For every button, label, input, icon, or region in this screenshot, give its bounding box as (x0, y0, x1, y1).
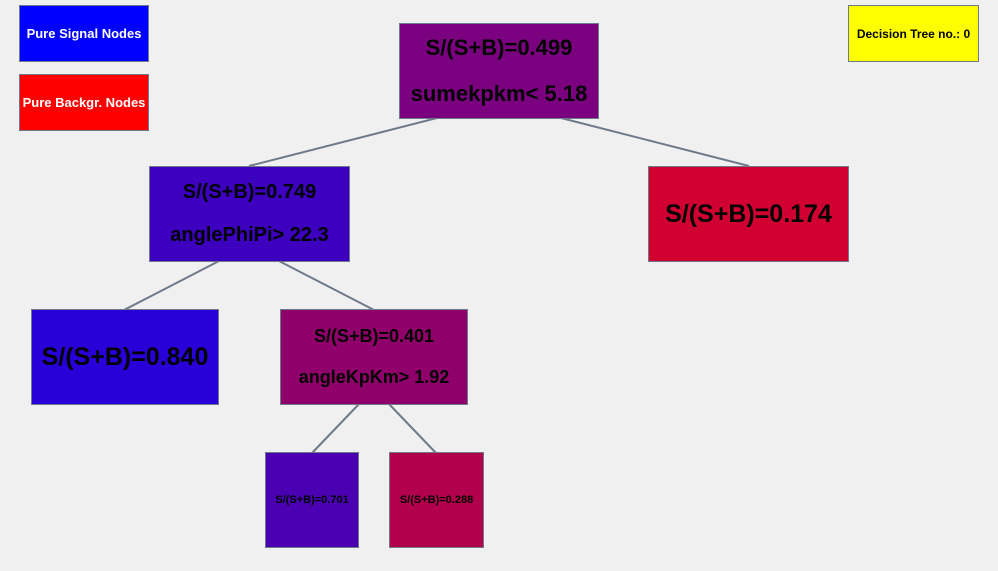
node-cut: angleKpKm> 1.92 (298, 367, 450, 387)
edge-left-leftright (278, 260, 375, 311)
node-purity: S/(S+B)=0.288 (399, 494, 474, 506)
legend-background-label: Pure Backgr. Nodes (22, 95, 146, 110)
node-left-right: S/(S+B)=0.401 angleKpKm> 1.92 (280, 309, 468, 405)
legend-pure-signal: Pure Signal Nodes (19, 5, 149, 62)
node-purity: S/(S+B)=0.840 (41, 342, 209, 371)
node-cut: sumekpkm< 5.18 (410, 81, 588, 106)
edge-root-left (248, 117, 438, 167)
node-lr-right: S/(S+B)=0.288 (389, 452, 484, 548)
node-cut: anglePhiPi> 22.3 (170, 224, 329, 246)
node-purity: S/(S+B)=0.174 (665, 199, 832, 228)
node-purity: S/(S+B)=0.749 (182, 181, 317, 203)
node-purity: S/(S+B)=0.499 (425, 35, 573, 60)
decision-tree-number: Decision Tree no.: 0 (856, 26, 971, 41)
decision-tree-label: Decision Tree no.: 0 (848, 5, 979, 62)
node-right: S/(S+B)=0.174 (648, 166, 849, 262)
node-left-left: S/(S+B)=0.840 (31, 309, 219, 405)
edge-lr-left (311, 403, 360, 454)
legend-pure-background: Pure Backgr. Nodes (19, 74, 149, 131)
legend-signal-label: Pure Signal Nodes (26, 26, 142, 41)
edge-root-right (560, 117, 750, 167)
node-left: S/(S+B)=0.749 anglePhiPi> 22.3 (149, 166, 350, 262)
node-purity: S/(S+B)=0.701 (275, 494, 349, 506)
node-purity: S/(S+B)=0.401 (313, 326, 435, 346)
edge-left-leftleft (123, 260, 220, 311)
node-lr-left: S/(S+B)=0.701 (265, 452, 359, 548)
node-root: S/(S+B)=0.499 sumekpkm< 5.18 (399, 23, 599, 119)
edge-lr-right (388, 403, 437, 454)
